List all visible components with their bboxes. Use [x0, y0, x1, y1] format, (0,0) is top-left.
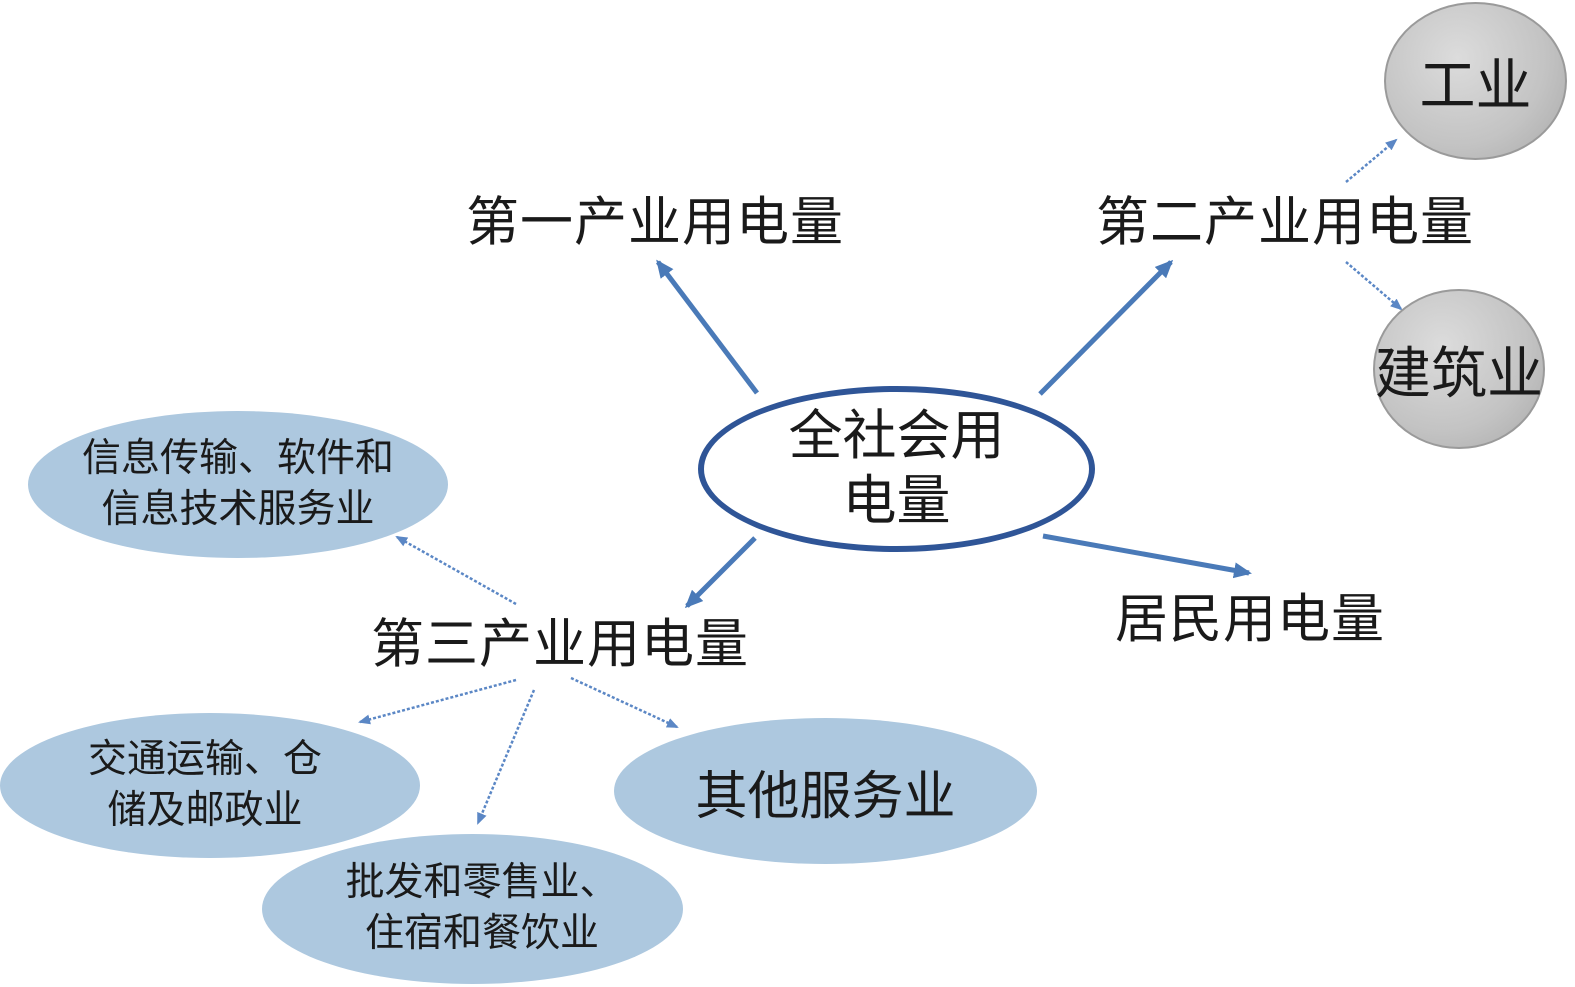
industry-circle — [1384, 2, 1567, 160]
wholesale-line2: 住宿和餐饮业 — [364, 911, 599, 956]
secondary-industry-label: 第二产业用电量 — [1096, 192, 1474, 254]
transport-ellipse — [0, 713, 420, 858]
primary-industry-label: 第一产业用电量 — [466, 192, 844, 254]
construction-label: 建筑业 — [1375, 341, 1543, 407]
arrow-to-info-services — [395, 535, 517, 606]
center-label-line2: 电量 — [842, 469, 951, 532]
wholesale-line1: 批发和零售业、 — [345, 860, 619, 906]
industry-label: 工业 — [1419, 53, 1532, 119]
arrow-to-tertiary — [684, 536, 757, 609]
wholesale-ellipse — [262, 834, 683, 984]
arrow-to-transport — [358, 678, 517, 725]
tertiary-industry-label: 第三产业用电量 — [371, 614, 749, 676]
center-node-label: 全社会用 电量 — [698, 386, 1095, 552]
other-services-ellipse — [614, 718, 1037, 864]
info-services-ellipse — [28, 411, 448, 558]
center-node-ellipse — [698, 386, 1095, 552]
arrow-to-construction — [1345, 261, 1403, 311]
wholesale-label: 批发和零售业、 住宿和餐饮业 — [262, 834, 702, 984]
residential-label: 居民用电量 — [1115, 589, 1385, 651]
arrow-to-other-services — [570, 676, 679, 729]
arrow-to-primary — [656, 259, 759, 395]
arrow-to-wholesale — [476, 689, 536, 825]
arrow-to-secondary — [1038, 259, 1174, 396]
info-services-label: 信息传输、软件和 信息技术服务业 — [28, 411, 448, 558]
transport-label: 交通运输、仓 储及邮政业 — [0, 713, 410, 858]
construction-circle — [1373, 289, 1545, 449]
arrow-to-residential — [1042, 533, 1252, 579]
info-services-line1: 信息传输、软件和 — [81, 435, 394, 481]
center-label-line1: 全社会用 — [788, 404, 1005, 468]
other-services-label: 其他服务业 — [695, 766, 956, 827]
arrow-to-industry — [1345, 138, 1398, 183]
transport-line2: 储及邮政业 — [107, 787, 303, 833]
info-services-line2: 信息技术服务业 — [101, 486, 375, 532]
transport-line1: 交通运输、仓 — [87, 736, 322, 782]
